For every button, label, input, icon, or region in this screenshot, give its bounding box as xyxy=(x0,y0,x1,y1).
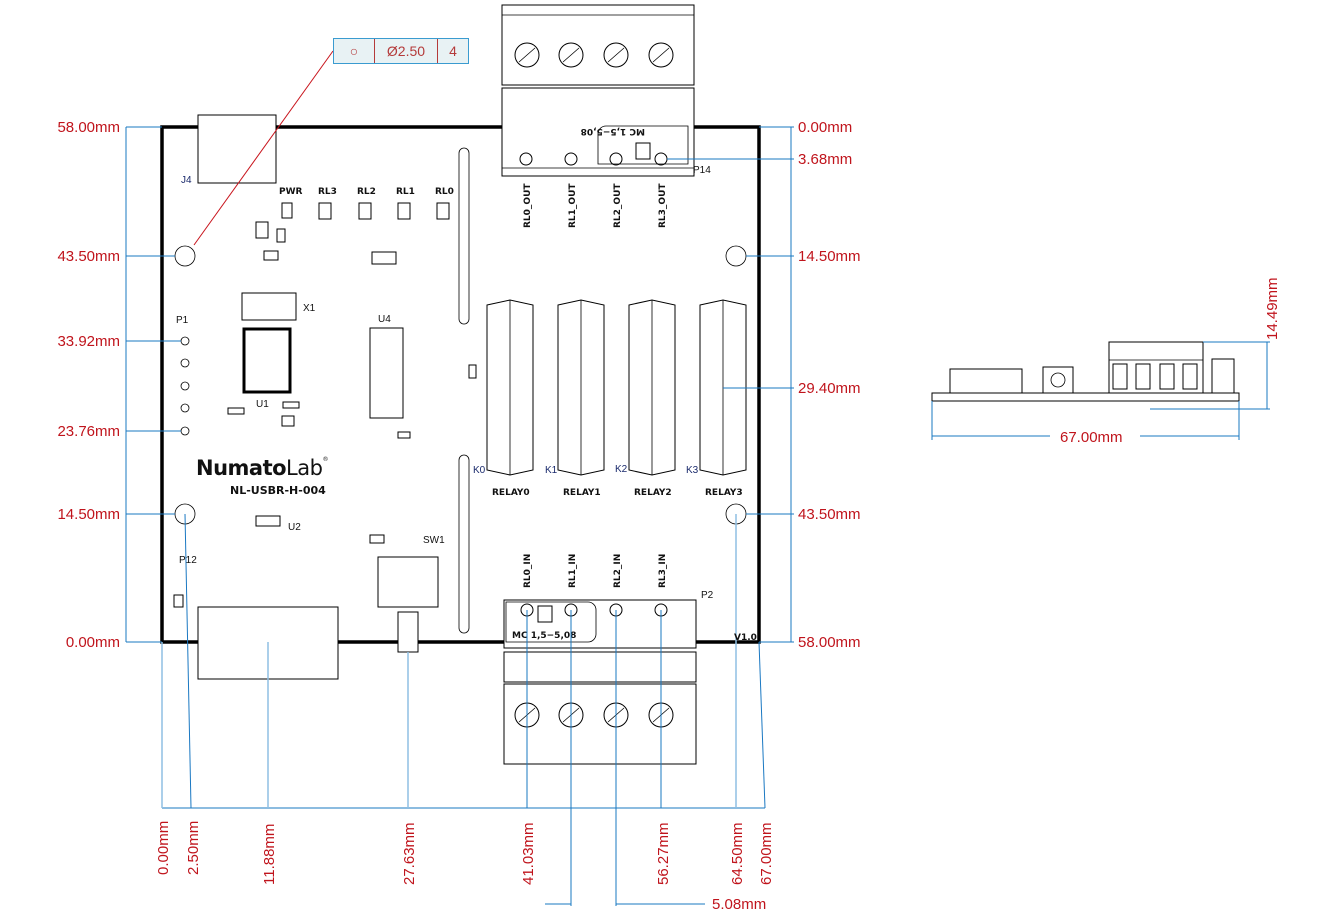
left-dim-43-50: 43.50mm xyxy=(57,248,120,265)
logo-light: Lab xyxy=(286,456,323,480)
left-dim-58: 58.00mm xyxy=(57,119,120,136)
switch-sw1 xyxy=(377,556,439,608)
refdes-p12: P12 xyxy=(179,555,197,566)
refdes-sw1: SW1 xyxy=(423,535,445,546)
left-dim-33-92: 33.92mm xyxy=(57,333,120,350)
fcf-count: 4 xyxy=(449,43,457,59)
refdes-u2: U2 xyxy=(288,522,301,533)
label-pwr: PWR xyxy=(279,187,303,197)
label-rl0-in: RL0_IN xyxy=(523,554,533,588)
bottom-dim-11-88: 11.88mm xyxy=(261,824,278,885)
refdes-x1: X1 xyxy=(303,303,316,314)
leader-line xyxy=(193,50,334,246)
bottom-dim-56-27: 56.27mm xyxy=(655,822,672,885)
led-pwr xyxy=(281,202,293,219)
label-relay2: RELAY2 xyxy=(634,488,672,498)
board-model: NL-USBR-H-004 xyxy=(230,484,326,497)
led-rl1 xyxy=(397,202,411,220)
label-rl3-out: RL3_OUT xyxy=(658,183,668,228)
label-rl2-out: RL2_OUT xyxy=(613,183,623,228)
label-rl1: RL1 xyxy=(396,187,415,197)
numato-lab-logo: NumatoLab® xyxy=(196,456,328,480)
label-rl0: RL0 xyxy=(435,187,454,197)
logo-registered: ® xyxy=(322,456,328,463)
terminal-block-p14: MC 1,5−5,08 xyxy=(501,4,695,177)
board-version: V1.0 xyxy=(734,633,757,643)
left-dim-14-50: 14.50mm xyxy=(57,506,120,523)
label-rl1-in: RL1_IN xyxy=(568,554,578,588)
refdes-u1: U1 xyxy=(256,399,269,410)
refdes-p1: P1 xyxy=(176,315,189,326)
logo-bold: Numato xyxy=(196,456,287,480)
side-view xyxy=(931,341,1270,440)
refdes-p14: P14 xyxy=(693,165,711,176)
refdes-u4: U4 xyxy=(378,314,391,325)
chip-u2 xyxy=(255,515,281,527)
refdes-k2: K2 xyxy=(615,464,628,475)
bottom-dim-2-50: 2.50mm xyxy=(185,821,202,875)
side-width-dim: 67.00mm xyxy=(1060,429,1123,446)
bottom-dim-67: 67.00mm xyxy=(758,822,775,885)
left-dim-23-76: 23.76mm xyxy=(57,423,120,440)
terminal-block-p2: MC 1,5−5,08 xyxy=(503,599,697,765)
pitch-dim: 5.08mm xyxy=(712,896,766,911)
label-rl2-in: RL2_IN xyxy=(613,554,623,588)
chip-u4 xyxy=(369,327,404,419)
crystal-x1 xyxy=(241,292,297,321)
left-dim-0: 0.00mm xyxy=(66,634,120,651)
pcb-outline xyxy=(160,125,761,644)
refdes-k1: K1 xyxy=(545,465,558,476)
side-height-dim: 14.49mm xyxy=(1264,277,1281,340)
p2-marking: MC 1,5−5,08 xyxy=(512,631,576,641)
fcf-diameter: Ø2.50 xyxy=(375,39,438,63)
p14-marking: MC 1,5−5,08 xyxy=(581,126,645,136)
led-rl2 xyxy=(358,202,372,220)
feature-control-frame: ○ Ø2.50 4 xyxy=(333,38,469,64)
mounting-hole xyxy=(174,245,196,267)
right-dimension-lines xyxy=(667,126,794,643)
label-relay3: RELAY3 xyxy=(705,488,743,498)
bottom-dim-27-63: 27.63mm xyxy=(401,822,418,885)
bottom-dim-41-03: 41.03mm xyxy=(520,822,537,885)
label-rl2: RL2 xyxy=(357,187,376,197)
right-dim-29-40: 29.40mm xyxy=(798,380,861,397)
relay-k2 xyxy=(628,299,676,476)
right-dim-3-68: 3.68mm xyxy=(798,151,852,168)
right-dim-14-50: 14.50mm xyxy=(798,248,861,265)
relay-k1 xyxy=(557,299,605,476)
bottom-dim-64-50: 64.50mm xyxy=(729,822,746,885)
bottom-dim-0: 0.00mm xyxy=(155,821,172,875)
relay-k0 xyxy=(486,299,534,476)
label-rl0-out: RL0_OUT xyxy=(523,183,533,228)
label-relay0: RELAY0 xyxy=(492,488,530,498)
header-p1 xyxy=(180,336,190,436)
label-rl1-out: RL1_OUT xyxy=(568,183,578,228)
right-dim-0: 0.00mm xyxy=(798,119,852,136)
usb-connector-j4 xyxy=(197,114,277,184)
label-rl3: RL3 xyxy=(318,187,337,197)
bottom-dimension-lines xyxy=(161,513,766,906)
circle-symbol-icon: ○ xyxy=(334,39,375,63)
led-rl0 xyxy=(436,202,450,220)
refdes-k0: K0 xyxy=(473,465,486,476)
label-rl3-in: RL3_IN xyxy=(658,554,668,588)
label-relay1: RELAY1 xyxy=(563,488,601,498)
mounting-hole xyxy=(725,245,747,267)
right-dim-58: 58.00mm xyxy=(798,634,861,651)
left-dimension-lines xyxy=(126,126,181,643)
right-dim-43-50: 43.50mm xyxy=(798,506,861,523)
led-rl3 xyxy=(318,202,332,220)
refdes-p2: P2 xyxy=(701,590,714,601)
refdes-j4: J4 xyxy=(181,175,192,186)
refdes-k3: K3 xyxy=(686,465,699,476)
chip-u1 xyxy=(242,327,292,394)
